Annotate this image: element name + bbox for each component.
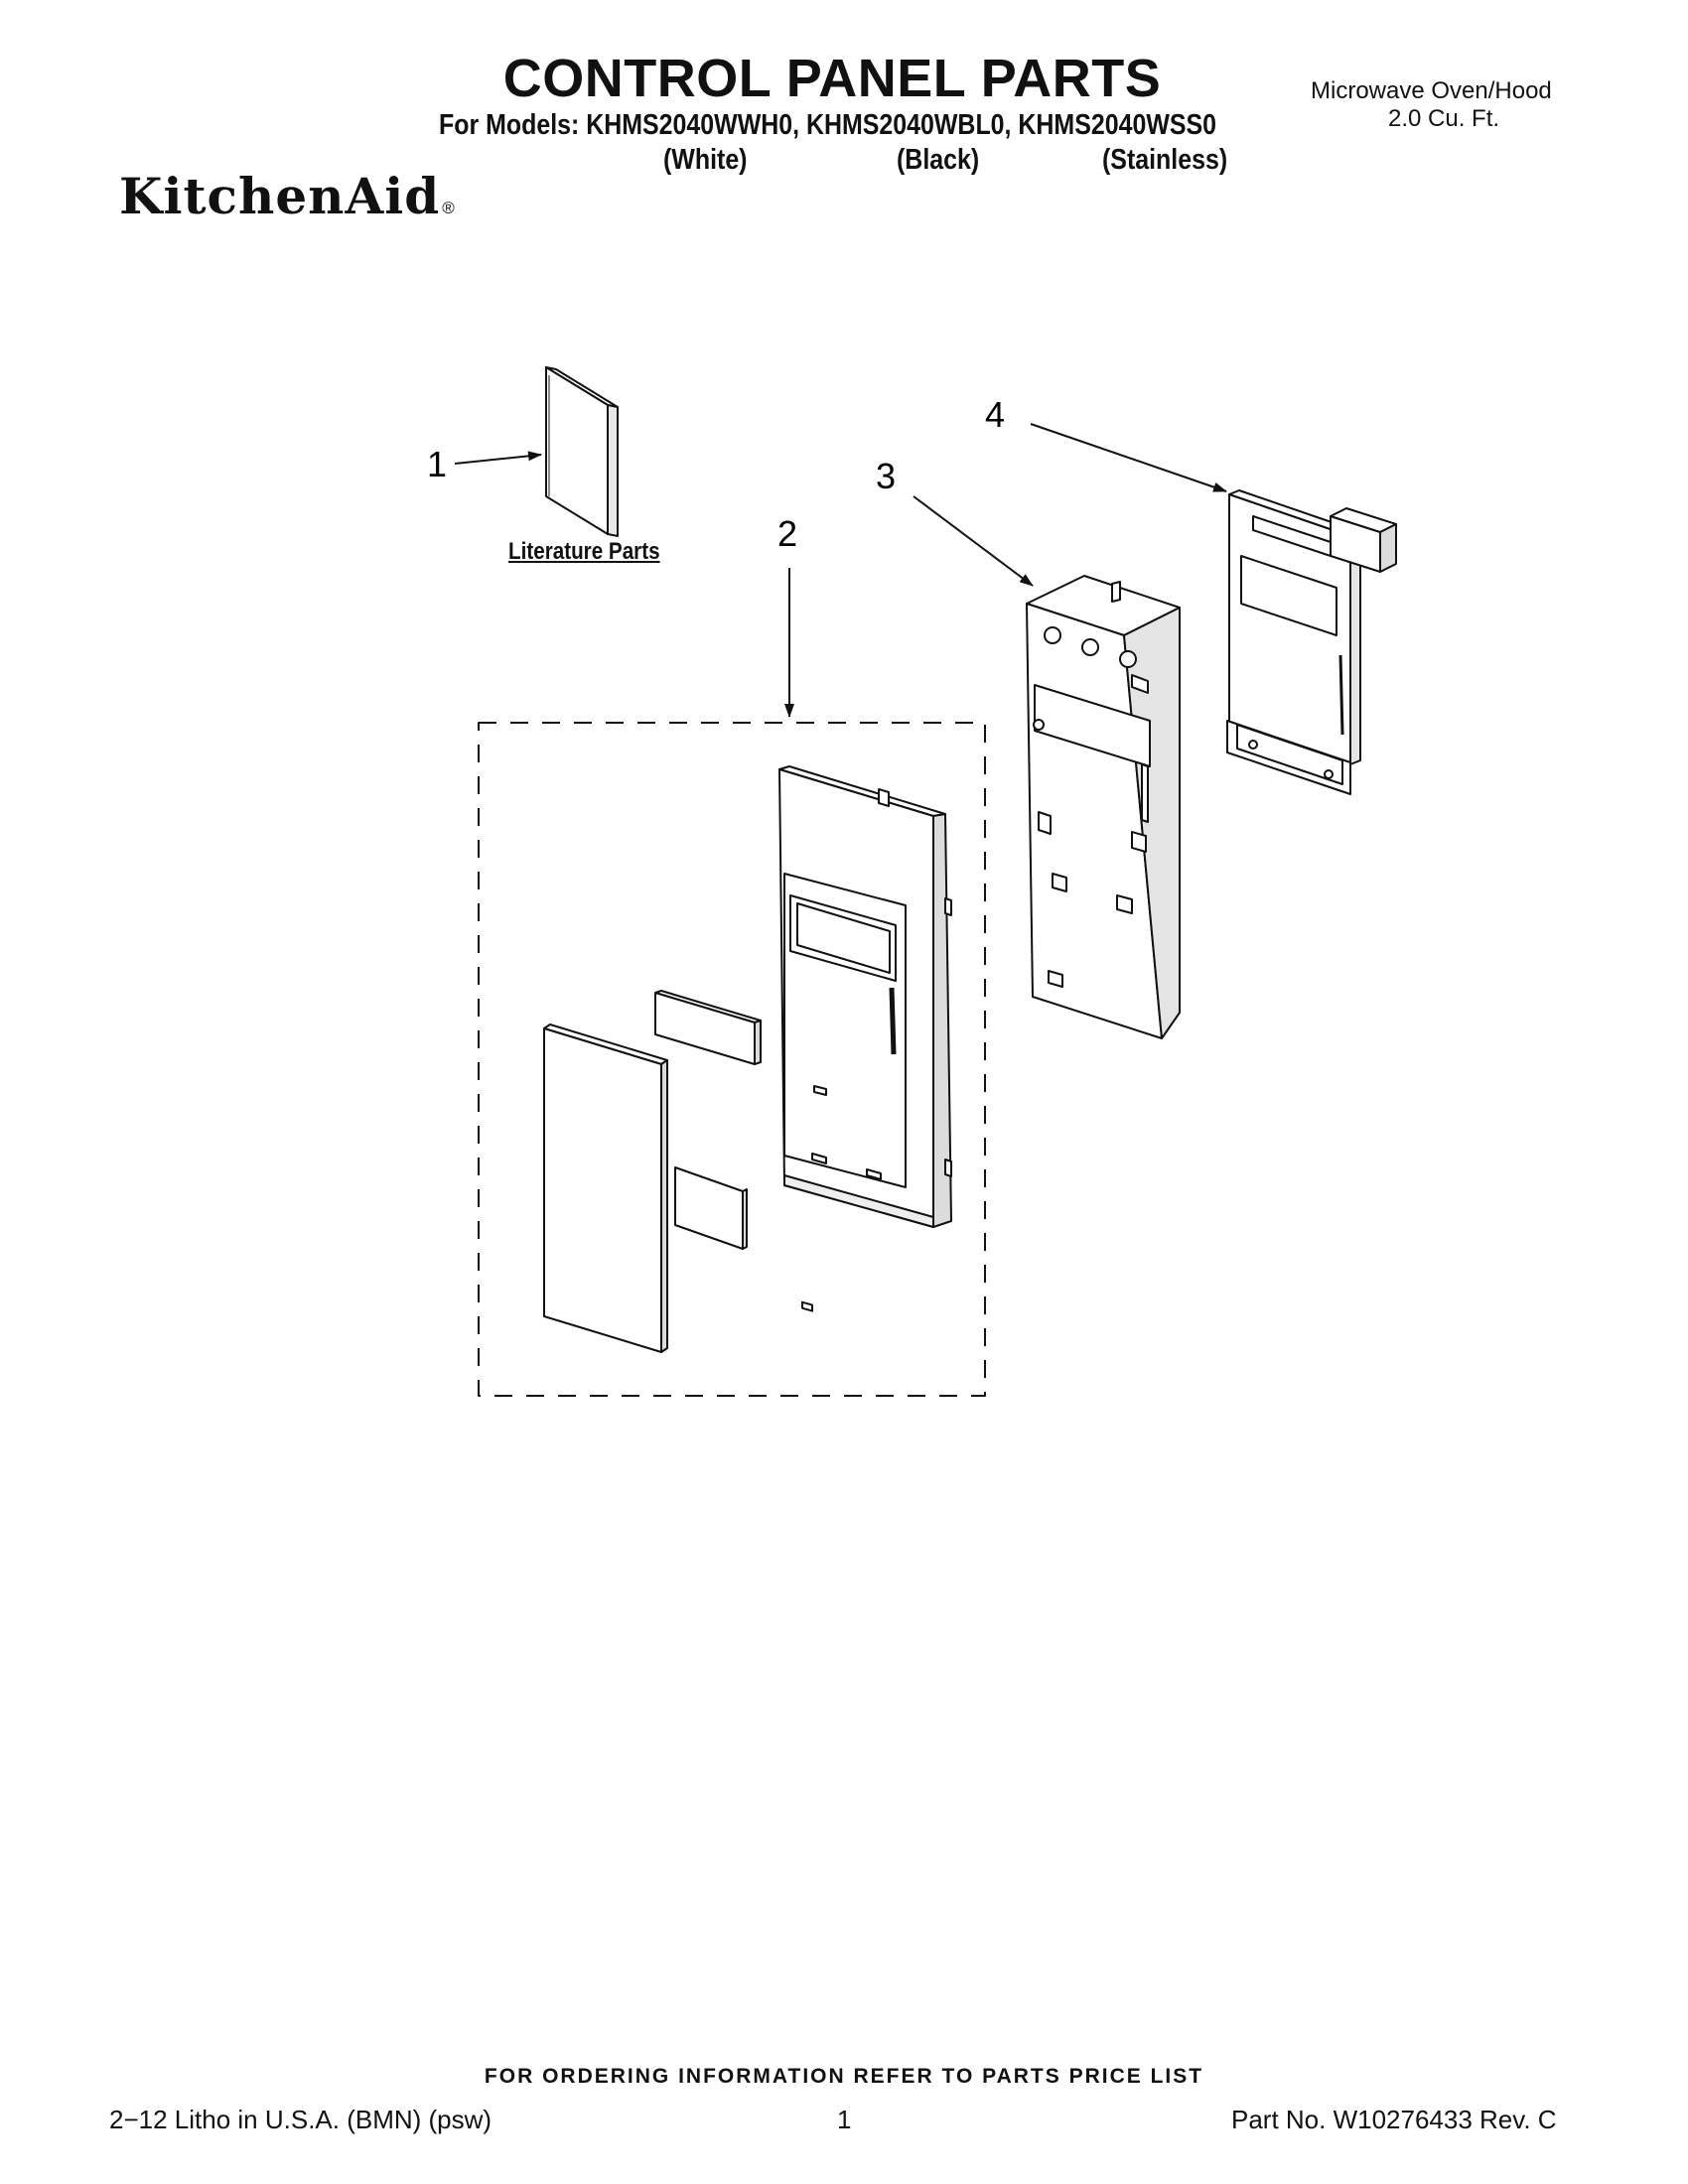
callout-4-leader: [1030, 423, 1227, 492]
variant-white: (White): [663, 144, 748, 176]
callout-1-leader: [454, 451, 542, 465]
product-capacity: 2.0 Cu. Ft.: [1388, 105, 1500, 132]
part-number: Part No. W10276433 Rev. C: [1231, 2105, 1557, 2134]
page-title: CONTROL PANEL PARTS: [0, 48, 1688, 109]
control-panel-frame-part: [778, 765, 952, 1312]
registered-mark: ®: [442, 199, 456, 217]
callout-4: 4: [985, 394, 1005, 435]
literature-parts-label: Literature Parts: [508, 538, 660, 565]
callout-3-leader: [913, 495, 1034, 587]
brand-name: KitchenAid: [119, 167, 441, 225]
litho-info: 2−12 Litho in U.S.A. (BMN) (psw): [109, 2105, 492, 2134]
page-number: 1: [837, 2105, 852, 2134]
callout-3: 3: [876, 456, 896, 496]
callout-2: 2: [777, 513, 797, 554]
variant-stainless: (Stainless): [1102, 144, 1228, 176]
callout-1: 1: [427, 444, 447, 484]
assembly-2-boundary: [478, 722, 986, 1397]
ordering-note: FOR ORDERING INFORMATION REFER TO PARTS …: [484, 2065, 1204, 2088]
keypad-overlay-part: [543, 1024, 668, 1353]
models-line: For Models: KHMS2040WWH0, KHMS2040WBL0, …: [439, 109, 1217, 141]
product-type: Microwave Oven/Hood: [1311, 77, 1552, 104]
control-housing-part: [1026, 575, 1181, 1039]
brand-logo: KitchenAid®: [119, 167, 456, 225]
page-title-text: CONTROL PANEL PARTS: [502, 49, 1162, 108]
variant-black: (Black): [897, 144, 980, 176]
display-window-part: [654, 990, 762, 1065]
trim-strip-part: [674, 1166, 748, 1250]
control-board-part: [1226, 489, 1397, 795]
literature-booklet-part: [545, 366, 619, 537]
